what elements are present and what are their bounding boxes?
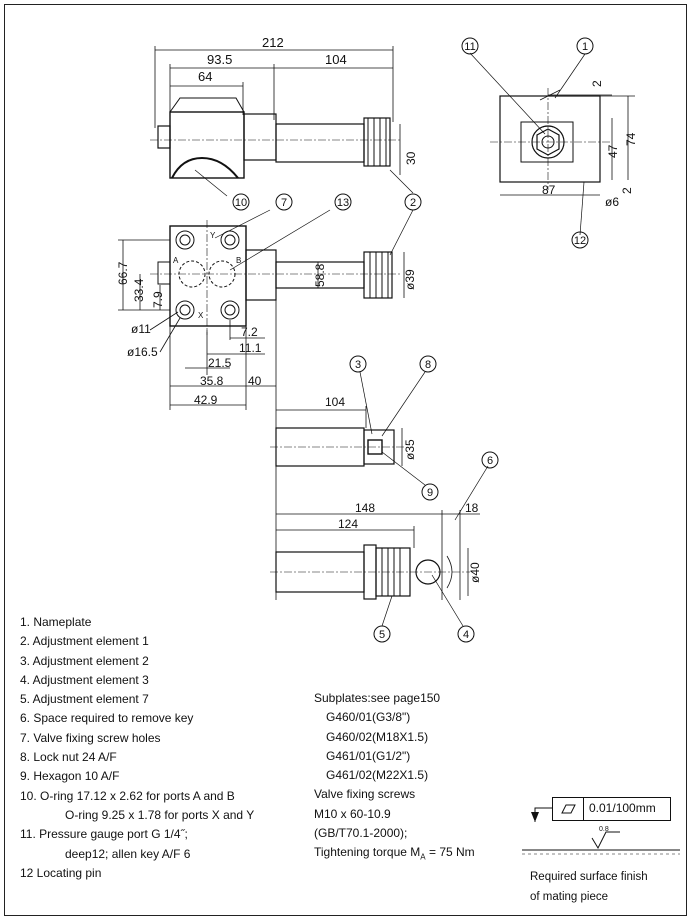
flatness-icon: [553, 798, 584, 820]
legend-item: 6. Space required to remove key: [20, 711, 194, 726]
dim-148: 148: [355, 501, 375, 515]
top-view: 212 93.5 104 64 30: [150, 35, 418, 179]
dim-7-9: 7.9: [151, 291, 165, 308]
front-view: A B X Y 66.7 33.4 7.9 58.8 ø39 ø11 ø16.5…: [116, 169, 417, 600]
surface-finish-note: Required surface finish of mating piece: [530, 867, 648, 907]
dim-35-8: 35.8: [200, 374, 224, 388]
balloon-4: 4: [463, 629, 469, 641]
balloon-8: 8: [425, 359, 431, 371]
dim-7-2: 7.2: [241, 325, 258, 339]
balloon-1: 1: [582, 41, 588, 53]
dim-104-mid: 104: [325, 395, 345, 409]
subplate-item: G461/01(G1/2"): [326, 748, 411, 763]
tolerance-value: 0.01/100mm: [589, 801, 656, 815]
dim-2-bottom: 2: [620, 187, 634, 194]
dim-phi-40: ø40: [468, 562, 482, 583]
dim-33-4: 33.4: [132, 278, 146, 302]
balloon-5: 5: [379, 629, 385, 641]
dim-phi-35: ø35: [403, 439, 417, 460]
drawing-sheet: [4, 4, 687, 916]
legend-item: 3. Adjustment element 2: [20, 653, 149, 668]
dim-phi-39: ø39: [403, 269, 417, 290]
port-y-label: Y: [210, 231, 216, 240]
dim-phi-16-5: ø16.5: [127, 345, 158, 359]
torque-label: Tightening torque M: [314, 845, 421, 860]
legend-item: 10. O-ring 17.12 x 2.62 for ports A and …: [20, 788, 235, 803]
surface-finish-symbol: 0.8: [522, 807, 680, 855]
legend-item: 7. Valve fixing screw holes: [20, 730, 161, 745]
dim-93-5: 93.5: [207, 52, 232, 67]
dim-phi-11: ø11: [131, 322, 151, 336]
adjustment-element-2-view: 104 ø35: [270, 371, 426, 486]
dim-21-5: 21.5: [208, 356, 232, 370]
subplates-title: Subplates:see page150: [314, 691, 441, 705]
dim-30: 30: [404, 151, 418, 165]
legend-item: 1. Nameplate: [20, 615, 92, 629]
legend-item: 8. Lock nut 24 A/F: [20, 750, 117, 765]
screw-spec: M10 x 60-10.9: [314, 806, 391, 821]
subplate-item: G460/02(M18X1.5): [326, 729, 429, 744]
parts-legend: 1. Nameplate 2. Adjustment element 1 3. …: [20, 613, 254, 883]
dim-66-7: 66.7: [116, 261, 130, 285]
balloon-6: 6: [487, 455, 493, 467]
finish-line-2: of mating piece: [530, 891, 608, 903]
dim-64: 64: [198, 69, 212, 84]
dim-phi-6: ø6: [605, 195, 619, 209]
dim-47: 47: [606, 144, 620, 158]
balloon-10: 10: [235, 197, 247, 209]
legend-item: 12 Locating pin: [20, 865, 102, 880]
finish-line-1: Required surface finish: [530, 871, 648, 883]
legend-item: deep12; allen key A/F 6: [65, 846, 191, 861]
legend-item: 11. Pressure gauge port G 1/4˝;: [20, 827, 188, 842]
port-x-label: X: [198, 311, 204, 320]
dim-2-top: 2: [590, 80, 604, 87]
dim-212: 212: [262, 35, 284, 50]
side-view: 2 74 47 2 87 ø6: [469, 52, 638, 236]
torque-value: = 75 Nm: [425, 845, 475, 860]
port-a-label: A: [173, 256, 179, 265]
adjustment-element-3-view: 148 18 124 ø40: [270, 465, 489, 627]
subplate-item: G461/02(M22X1.5): [326, 768, 429, 783]
dim-42-9: 42.9: [194, 393, 218, 407]
dim-104-top: 104: [325, 52, 347, 67]
balloon-7: 7: [281, 197, 287, 209]
dim-18: 18: [465, 501, 479, 515]
legend-item: 4. Adjustment element 3: [20, 672, 149, 687]
dim-74: 74: [624, 132, 638, 146]
dim-11-1: 11.1: [239, 341, 262, 355]
balloon-11: 11: [464, 41, 475, 53]
port-b-label: B: [236, 256, 241, 265]
flatness-tolerance-frame: 0.01/100mm: [552, 797, 671, 821]
subplates-info: Subplates:see page150 G460/01(G3/8") G46…: [314, 689, 475, 867]
balloon-9: 9: [427, 487, 433, 499]
subplate-item: G460/01(G3/8"): [326, 710, 411, 725]
balloon-3: 3: [355, 359, 361, 371]
balloon-13: 13: [337, 197, 349, 209]
dim-87: 87: [542, 183, 556, 197]
dim-40: 40: [248, 374, 262, 388]
dim-124: 124: [338, 517, 358, 531]
legend-item: 9. Hexagon 10 A/F: [20, 769, 120, 784]
dim-58-8: 58.8: [313, 263, 327, 287]
tightening-torque: Tightening torque MA = 75 Nm: [314, 843, 475, 867]
legend-item: 2. Adjustment element 1: [20, 634, 149, 649]
balloon-12: 12: [574, 235, 586, 247]
screws-title: Valve fixing screws: [314, 787, 416, 802]
roughness-value: 0.8: [599, 826, 609, 833]
screw-standard: (GB/T70.1-2000);: [314, 826, 408, 841]
legend-item: O-ring 9.25 x 1.78 for ports X and Y: [65, 807, 255, 822]
torque-subscript: A: [420, 852, 426, 862]
balloon-2-top: 2: [410, 197, 416, 209]
legend-item: 5. Adjustment element 7: [20, 692, 149, 707]
callout-balloons: 11 1 10 7 13 2 12 3 8 9 6 5 4: [232, 37, 594, 643]
